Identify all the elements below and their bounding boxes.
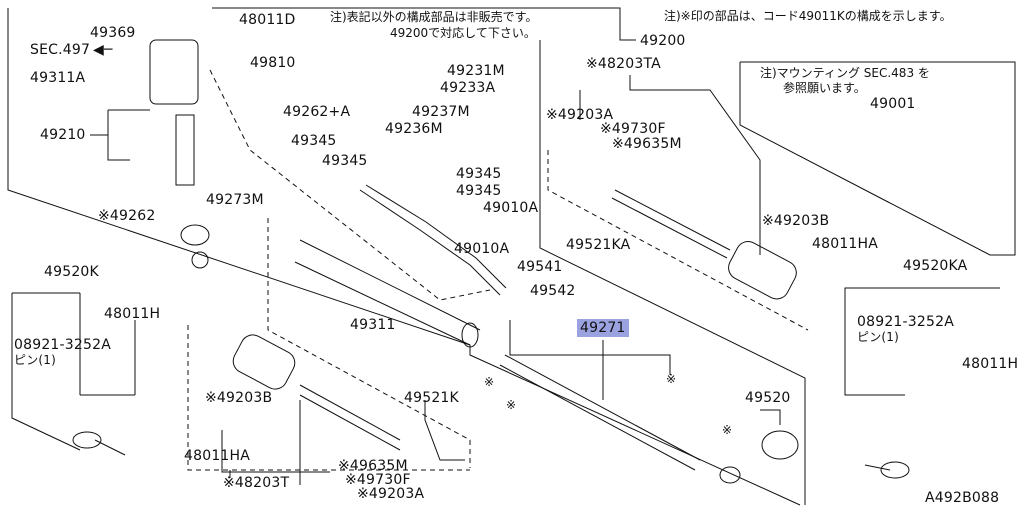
diagram-code: A492B088: [925, 490, 1000, 506]
part-48011ha-1[interactable]: 48011HA: [184, 448, 251, 464]
part-49369[interactable]: 49369: [90, 25, 136, 41]
star-mark-1: ※: [484, 375, 495, 389]
frame-49001: [740, 62, 1015, 255]
part-48203t[interactable]: ※48203T: [223, 475, 290, 491]
part-49262a[interactable]: 49262+A: [283, 104, 351, 120]
part-49203a-2[interactable]: ※49203A: [357, 486, 425, 502]
part-49520k[interactable]: 49520K: [44, 264, 99, 280]
part-49237m[interactable]: 49237M: [412, 104, 470, 120]
note-nonsale-line2: 49200で対応して下さい。: [390, 26, 536, 40]
part-49521ka[interactable]: 49521KA: [566, 237, 631, 253]
part-49010a-2[interactable]: 49010A: [454, 241, 510, 257]
part-49541[interactable]: 49541: [517, 259, 563, 275]
part-48011h-left[interactable]: 48011H: [104, 306, 161, 322]
part-49311[interactable]: 49311: [350, 317, 396, 333]
part-49262[interactable]: ※49262: [98, 208, 156, 224]
dashed-box-upper: [210, 70, 490, 300]
star-mark-3: ※: [666, 372, 677, 386]
part-49203a-1[interactable]: ※49203A: [546, 107, 614, 123]
part-49233a[interactable]: 49233A: [440, 80, 496, 96]
part-49200[interactable]: 49200: [640, 33, 686, 49]
part-49521k[interactable]: 49521K: [404, 390, 459, 406]
part-49345-d[interactable]: 49345: [456, 183, 502, 199]
dashed-box-bottom: [188, 325, 470, 470]
part-49273m[interactable]: 49273M: [206, 192, 264, 208]
part-49010a-1[interactable]: 49010A: [483, 200, 539, 216]
part-08921-3252a-left[interactable]: 08921-3252A: [14, 337, 111, 353]
assembly-frame-left: [8, 8, 800, 505]
part-48203ta[interactable]: ※48203TA: [586, 56, 661, 72]
pin-qty-right: ピン(1): [857, 330, 899, 344]
part-49520[interactable]: 49520: [745, 390, 791, 406]
note-star-marks: 注)※印の部品は、コード49011Kの構成を示します。: [664, 9, 952, 23]
part-49001[interactable]: 49001: [870, 96, 916, 112]
star-mark-2: ※: [506, 398, 517, 412]
part-49271-text: 49271: [577, 319, 629, 337]
frame-49200-right: [540, 40, 805, 505]
sec-ref-497[interactable]: SEC.497: [30, 42, 91, 58]
part-49271-highlighted[interactable]: 49271: [577, 319, 629, 337]
part-49520ka[interactable]: 49520KA: [903, 258, 968, 274]
note-mounting-line1: 注)マウンティング SEC.483 を: [760, 66, 930, 80]
part-49203b-1[interactable]: ※49203B: [205, 390, 273, 406]
star-mark-4: ※: [722, 423, 733, 437]
part-49635m-1[interactable]: ※49635M: [612, 136, 682, 152]
part-48011d[interactable]: 48011D: [239, 12, 296, 28]
note-nonsale-line1: 注)表記以外の構成部品は非販売です。: [330, 10, 538, 24]
part-49231m[interactable]: 49231M: [447, 63, 505, 79]
part-49345-a[interactable]: 49345: [291, 133, 337, 149]
part-08921-3252a-right[interactable]: 08921-3252A: [857, 314, 954, 330]
part-49730f-1[interactable]: ※49730F: [600, 121, 666, 137]
part-48011ha-2[interactable]: 48011HA: [812, 236, 879, 252]
part-49542[interactable]: 49542: [530, 283, 576, 299]
part-49345-b[interactable]: 49345: [322, 153, 368, 169]
arrow-left-icon: ◀─: [93, 42, 113, 58]
part-49635m-2[interactable]: ※49635M: [338, 458, 408, 474]
note-mounting-line2: 参照願います。: [783, 81, 866, 95]
part-49203b-2[interactable]: ※49203B: [762, 213, 830, 229]
frame-49520ka: [845, 288, 1000, 395]
part-49810[interactable]: 49810: [250, 55, 296, 71]
part-49311a[interactable]: 49311A: [30, 70, 86, 86]
part-49730f-2[interactable]: ※49730F: [345, 472, 411, 488]
part-48011h-right[interactable]: 48011H: [962, 356, 1019, 372]
dashed-box-mid: [268, 218, 470, 468]
frame-49520k: [12, 293, 80, 450]
assembly-frame-49200: [212, 8, 636, 40]
pin-qty-left: ピン(1): [14, 353, 56, 367]
part-49236m[interactable]: 49236M: [385, 121, 443, 137]
part-49345-c[interactable]: 49345: [456, 166, 502, 182]
dashed-box-right: [548, 150, 808, 330]
part-49210[interactable]: 49210: [40, 127, 86, 143]
